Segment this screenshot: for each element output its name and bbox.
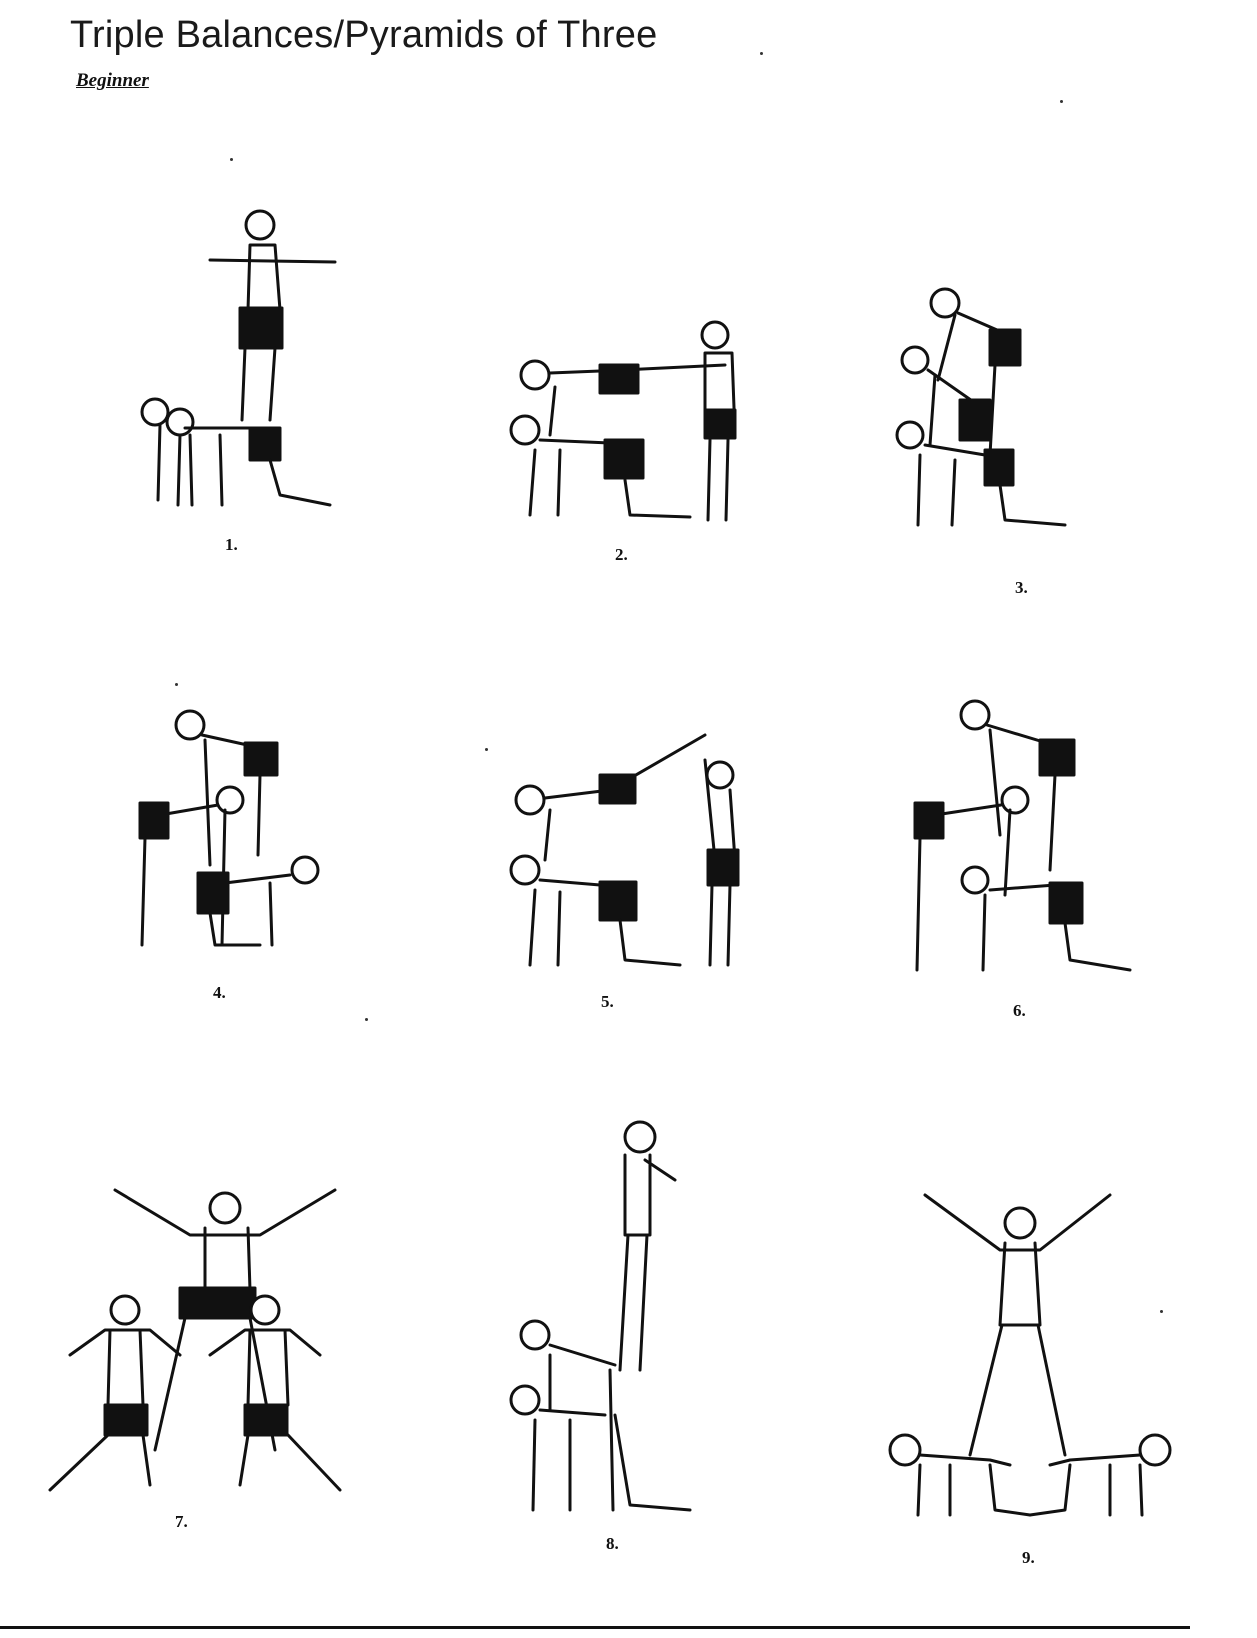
page-title: Triple Balances/Pyramids of Three [70, 14, 658, 56]
pyramid-figure-8 [495, 1115, 715, 1525]
pyramid-illustration-4 [138, 709, 320, 947]
pyramid-figure-9 [880, 1185, 1180, 1525]
pyramid-illustration-5 [509, 733, 740, 967]
pyramid-illustration-7 [48, 1188, 342, 1492]
scan-speck [365, 1018, 368, 1021]
figure-label-4: 4. [213, 983, 226, 1002]
pyramid-illustration-1 [140, 209, 337, 507]
pyramid-figure-2 [500, 315, 750, 535]
pyramid-figure-3 [890, 285, 1080, 550]
pyramid-figure-7 [40, 1180, 342, 1500]
bottom-rule [0, 1626, 1190, 1629]
level-subtitle: Beginner [76, 70, 149, 91]
pyramid-figure-5 [500, 720, 740, 980]
scan-speck [230, 158, 233, 161]
figure-label-2: 2. [615, 545, 628, 564]
figure-label-3: 3. [1015, 578, 1028, 597]
scan-speck [485, 748, 488, 751]
pyramid-figure-4 [130, 705, 330, 960]
figure-label-9: 9. [1022, 1548, 1035, 1567]
figure-label-6: 6. [1013, 1001, 1026, 1020]
figure-label-1: 1. [225, 535, 238, 554]
scan-speck [1060, 100, 1063, 103]
scan-speck [760, 52, 763, 55]
scan-speck [1160, 1310, 1163, 1313]
pyramid-illustration-2 [509, 320, 737, 522]
pyramid-figure-6 [905, 695, 1140, 985]
figure-label-8: 8. [606, 1534, 619, 1553]
pyramid-illustration-6 [913, 699, 1132, 972]
figure-label-5: 5. [601, 992, 614, 1011]
pyramid-illustration-3 [895, 287, 1067, 527]
pyramid-illustration-9 [888, 1193, 1172, 1517]
figure-label-7: 7. [175, 1512, 188, 1531]
pyramid-illustration-8 [509, 1120, 692, 1512]
pyramid-figure-1 [130, 200, 350, 530]
scan-speck [175, 683, 178, 686]
